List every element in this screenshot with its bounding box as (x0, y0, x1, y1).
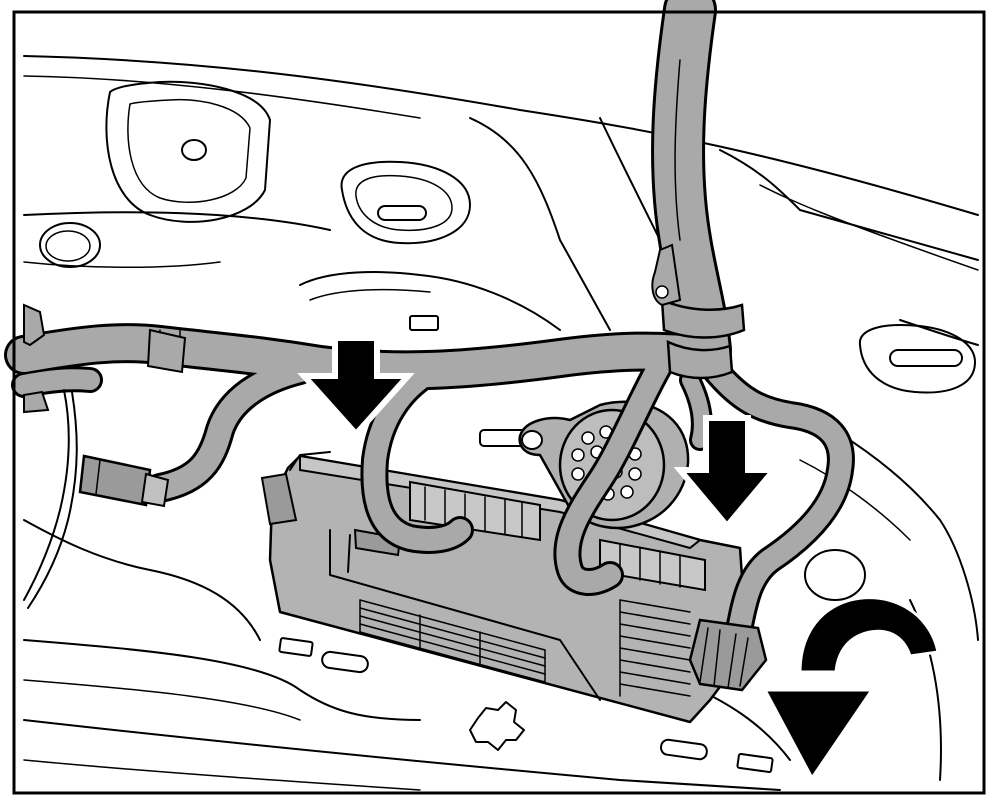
border (12, 10, 986, 795)
end-vents (619, 599, 691, 697)
floor-panel (23, 55, 979, 791)
connector-block-right (599, 538, 706, 592)
curved-arrow (763, 596, 940, 780)
down-arrow (297, 335, 415, 439)
inline-connector-left (78, 454, 170, 508)
vent-grille (359, 599, 546, 683)
inline-connector-right (688, 618, 768, 692)
down-arrow (673, 415, 781, 531)
